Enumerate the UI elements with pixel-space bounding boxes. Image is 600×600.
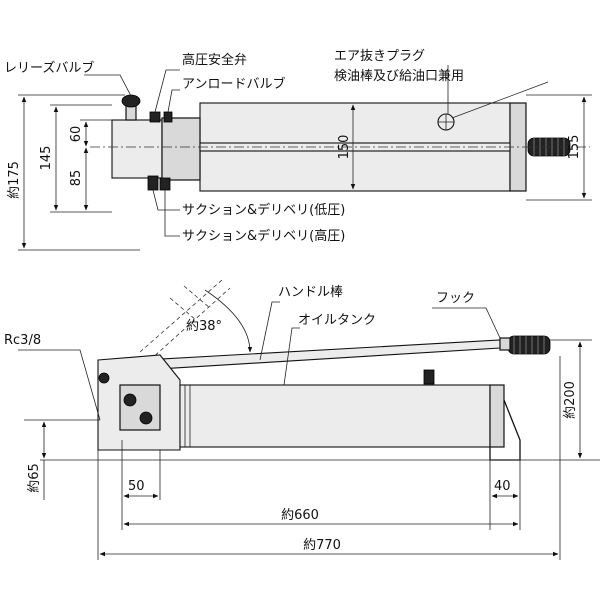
label-release-valve: レリーズバルブ [4, 60, 94, 76]
label-dipstick-oil-port: 検油棒及び給油口兼用 [334, 69, 464, 84]
side-tank-endcap [489, 384, 505, 448]
side-pivot [98, 372, 110, 384]
label-hook: フック [436, 291, 475, 306]
dim-200: 約200 [563, 381, 578, 419]
release-valve-knob [121, 94, 141, 108]
leader-hook [432, 307, 501, 339]
side-vent-plug [423, 369, 435, 385]
air-vent-plug-cross [438, 114, 454, 130]
leader-suction-high [164, 190, 180, 237]
top-pump-head [161, 117, 201, 181]
leader-safety-valve [154, 69, 180, 113]
dim-40: 40 [494, 479, 511, 494]
dim-145: 145 [39, 146, 54, 171]
dim-155: 155 [567, 135, 582, 160]
dim-175: 約175 [7, 161, 22, 199]
leader-dipstick [451, 81, 549, 119]
suction-port-high [159, 177, 171, 191]
dim-150: 150 [337, 135, 352, 160]
side-grip-ribs [513, 336, 545, 354]
leader-handle-rod [259, 301, 280, 361]
dim-65: 約65 [27, 463, 42, 493]
label-suction-low: サクション&デリベリ(低圧) [182, 202, 345, 218]
label-handle-rod: ハンドル棒 [278, 285, 343, 300]
dim-50: 50 [128, 479, 145, 494]
raised-handle-lower [149, 287, 231, 361]
top-view: レリーズバルブ 高圧安全弁 アンロードバルブ エア抜きプラグ 検油棒及び給油口兼… [4, 48, 592, 251]
dim-60: 60 [69, 126, 84, 143]
raised-handle-grip [169, 285, 211, 321]
label-air-vent-plug: エア抜きプラグ [334, 48, 425, 64]
angle-arc [204, 289, 253, 353]
label-safety-valve: 高圧安全弁 [182, 52, 247, 68]
side-hook [499, 337, 511, 351]
leader-unload-valve [167, 89, 180, 113]
side-valve-2 [139, 411, 153, 425]
ext-155 [526, 94, 592, 201]
side-pump-valves [119, 384, 161, 431]
unload-valve-cap [163, 111, 173, 123]
dim-660: 約660 [281, 508, 319, 523]
dim-770: 約770 [303, 538, 341, 553]
side-oil-tank [179, 384, 491, 448]
top-pump-block [111, 119, 163, 179]
safety-valve-cap [149, 111, 161, 123]
leader-release-valve [84, 74, 132, 97]
leader-suction-low [152, 189, 180, 211]
dim-85: 85 [69, 170, 84, 187]
leader-port-thread [18, 349, 101, 421]
label-angle: 約38° [186, 319, 222, 334]
label-port-thread: Rc3/8 [4, 333, 41, 348]
side-valve-1 [123, 393, 137, 407]
leader-oil-tank [283, 327, 300, 386]
side-view: Rc3/8 ハンドル棒 オイルタンク フック 約38° 約200 約65 50 … [4, 279, 600, 560]
label-suction-high: サクション&デリベリ(高圧) [182, 228, 345, 244]
suction-port-low [147, 175, 159, 191]
raised-handle-upper [139, 279, 223, 353]
label-unload-valve: アンロードバルブ [182, 76, 285, 92]
label-oil-tank: オイルタンク [298, 313, 376, 328]
